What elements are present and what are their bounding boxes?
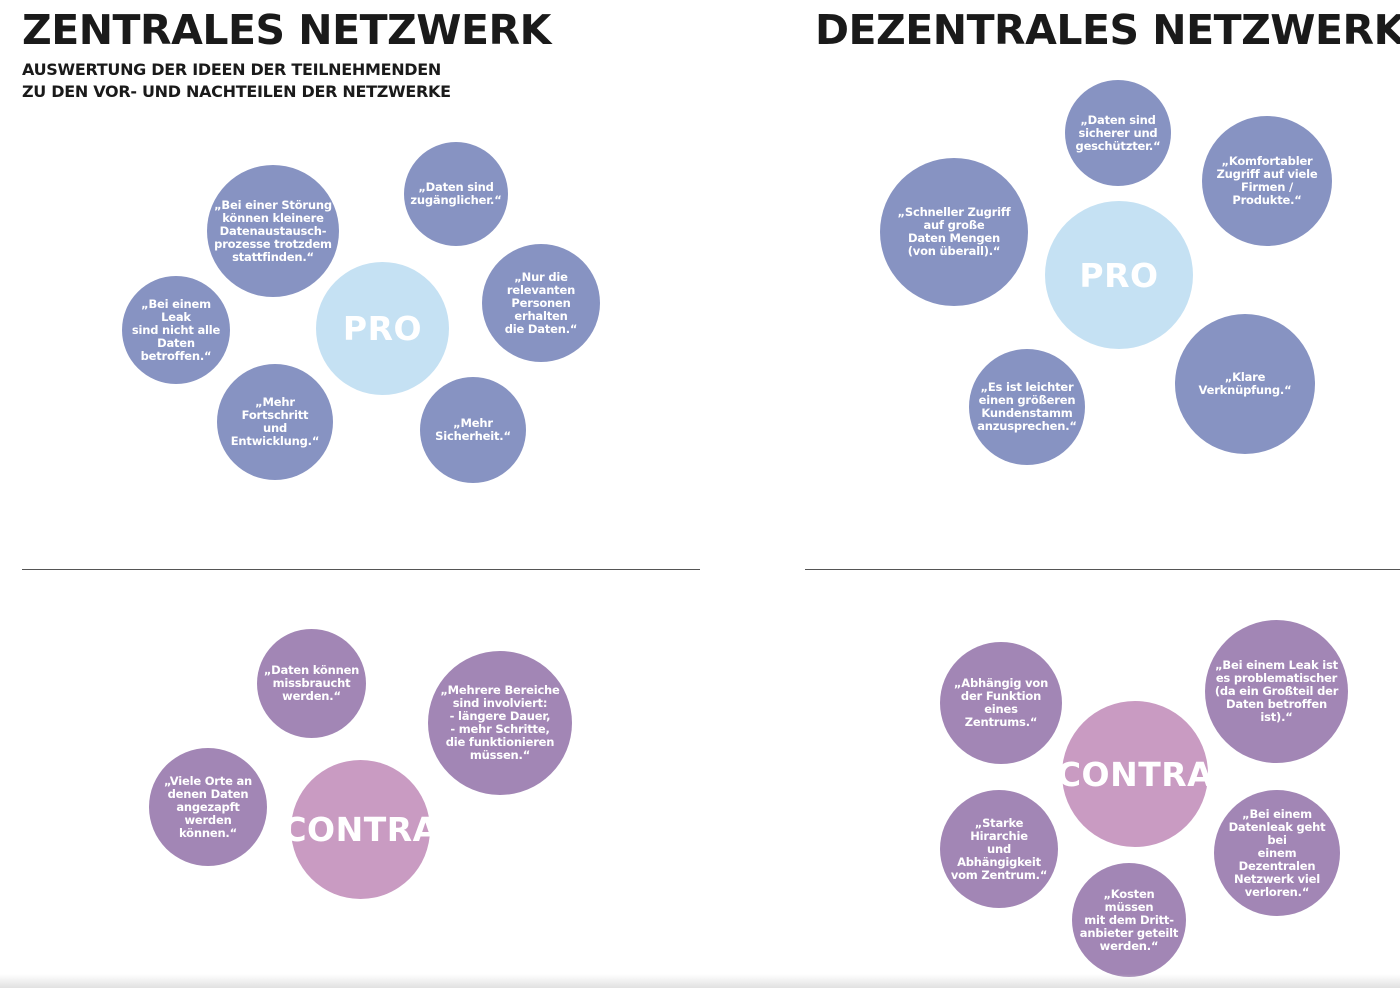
bubble-text: „Kosten müssen mit dem Dritt- anbieter g… <box>1079 886 1179 953</box>
bubble-text: „Mehr Fortschritt und Entwicklung.“ <box>230 395 320 448</box>
bubble-text: „Bei einem Leak ist es problematischer (… <box>1214 658 1339 724</box>
dezentral-contra-bubble-datenleak: „Bei einem Datenleak geht bei einem Deze… <box>1214 790 1340 916</box>
bubble-text: „Es ist leichter einen größeren Kundenst… <box>977 380 1077 433</box>
zentral-pro-bubble-fortschritt: „Mehr Fortschritt und Entwicklung.“ <box>217 364 333 480</box>
dezentral-pro-bubble-verknuepfung: „Klare Verknüpfung.“ <box>1175 314 1315 454</box>
zentral-contra-bubble-viele-orte: „Viele Orte an denen Daten angezapft wer… <box>149 748 267 866</box>
bubble-text: „Daten sind zugänglicher.“ <box>410 180 502 207</box>
subtitle: AUSWERTUNG DER IDEEN DER TEILNEHMENDEN Z… <box>22 59 451 103</box>
bubble-text: „Bei einem Leak sind nicht alle Daten be… <box>131 296 221 363</box>
bubble-text: „Viele Orte an denen Daten angezapft wer… <box>163 773 253 840</box>
subtitle-line-1: AUSWERTUNG DER IDEEN DER TEILNEHMENDEN <box>22 60 441 79</box>
bubble-text: „Klare Verknüpfung.“ <box>1198 370 1292 397</box>
title-dezentrales-netzwerk: DEZENTRALES NETZWERK <box>815 6 1400 54</box>
dezentral-pro-bubble-kundenstamm: „Es ist leichter einen größeren Kundenst… <box>969 349 1085 465</box>
zentral-pro-hub: PRO <box>316 262 449 395</box>
title-zentrales-netzwerk: ZENTRALES NETZWERK <box>22 6 551 54</box>
bubble-text: „Abhängig von der Funktion eines Zentrum… <box>953 676 1049 729</box>
zentral-pro-hub-label: PRO <box>342 309 423 348</box>
bubble-text: „Starke Hirarchie und Abhängigkeit vom Z… <box>950 815 1048 882</box>
dezentral-contra-hub-label: CONTRA <box>1056 754 1214 794</box>
bubble-text: „Schneller Zugriff auf große Daten Menge… <box>897 205 1011 258</box>
dezentral-pro-bubble-sicherer: „Daten sind sicherer und geschützter.“ <box>1065 80 1171 186</box>
bubble-text: „Nur die relevanten Personen erhalten di… <box>504 269 578 336</box>
dezentral-contra-bubble-abhaengig: „Abhängig von der Funktion eines Zentrum… <box>940 642 1062 764</box>
bottom-shadow <box>0 974 1400 988</box>
subtitle-line-2: ZU DEN VOR- UND NACHTEILEN DER NETZWERKE <box>22 82 451 101</box>
dezentral-pro-bubble-schneller-zugriff: „Schneller Zugriff auf große Daten Menge… <box>880 158 1028 306</box>
divider-left <box>22 569 700 570</box>
dezentral-contra-bubble-leak: „Bei einem Leak ist es problematischer (… <box>1205 620 1348 763</box>
dezentral-contra-bubble-kosten: „Kosten müssen mit dem Dritt- anbieter g… <box>1072 863 1186 977</box>
bubble-text: „Komfortabler Zugriff auf viele Firmen /… <box>1216 154 1318 207</box>
zentral-pro-bubble-leak: „Bei einem Leak sind nicht alle Daten be… <box>122 276 230 384</box>
dezentral-pro-hub-label: PRO <box>1079 255 1159 295</box>
bubble-text: „Daten können missbraucht werden.“ <box>263 663 360 703</box>
zentral-pro-bubble-relevante-personen: „Nur die relevanten Personen erhalten di… <box>482 244 600 362</box>
bubble-text: „Bei einem Datenleak geht bei einem Deze… <box>1228 806 1326 899</box>
zentral-contra-hub: CONTRA <box>282 760 438 899</box>
zentral-pro-bubble-zugaenglich: „Daten sind zugänglicher.“ <box>404 142 508 246</box>
zentral-pro-bubble-sicherheit: „Mehr Sicherheit.“ <box>420 377 526 483</box>
bubble-text: „Mehrere Bereiche sind involviert: - län… <box>440 683 560 762</box>
dezentral-pro-hub: PRO <box>1045 201 1193 349</box>
dezentral-pro-bubble-komfortabler: „Komfortabler Zugriff auf viele Firmen /… <box>1202 116 1332 246</box>
bubble-text: „Bei einer Störung können kleinere Daten… <box>214 197 332 264</box>
zentral-contra-bubble-missbrauch: „Daten können missbraucht werden.“ <box>257 629 366 738</box>
zentral-contra-bubble-bereiche: „Mehrere Bereiche sind involviert: - län… <box>428 651 572 795</box>
zentral-contra-hub-label: CONTRA <box>282 810 439 849</box>
dezentral-contra-hub: CONTRA <box>1057 701 1213 847</box>
bubble-text: „Mehr Sicherheit.“ <box>435 416 511 443</box>
zentral-pro-bubble-stoerung: „Bei einer Störung können kleinere Daten… <box>207 165 339 297</box>
dezentral-contra-bubble-hirarchie: „Starke Hirarchie und Abhängigkeit vom Z… <box>940 790 1058 908</box>
divider-right <box>805 569 1400 570</box>
bubble-text: „Daten sind sicherer und geschützter.“ <box>1075 112 1161 153</box>
